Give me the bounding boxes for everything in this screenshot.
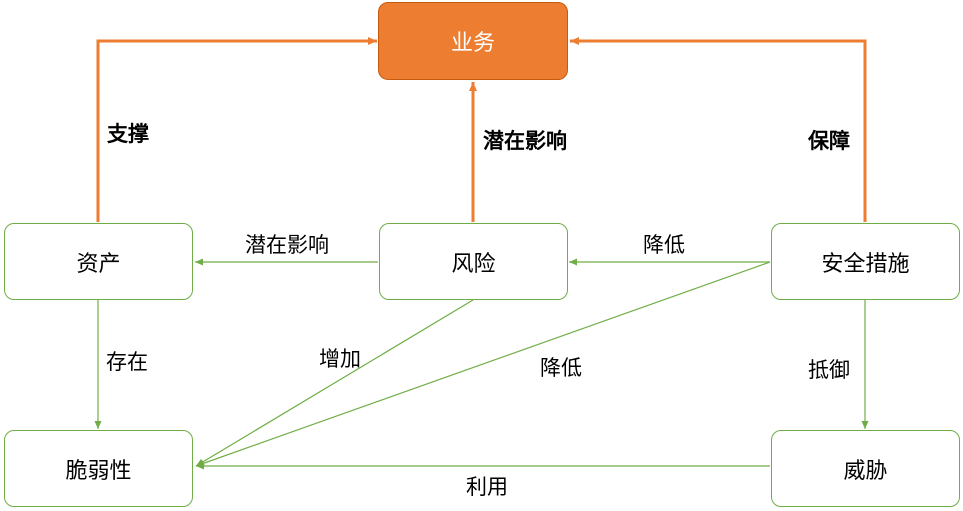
- label-security-threat: 抵御: [808, 358, 850, 382]
- edge-security-business: [570, 37, 867, 222]
- label-risk-business: 潜在影响: [483, 129, 567, 153]
- label-risk-asset: 潜在影响: [245, 233, 329, 257]
- node-risk: 风险: [379, 223, 568, 300]
- label-asset-vulnerability: 存在: [106, 350, 148, 374]
- edge-security-vulnerability: [195, 261, 771, 467]
- node-vulnerability: 脆弱性: [4, 430, 193, 507]
- node-business: 业务: [378, 2, 568, 80]
- label-risk-vulnerability: 增加: [319, 347, 361, 371]
- edge-risk-vulnerability: [195, 299, 474, 467]
- node-asset: 资产: [4, 223, 193, 300]
- edge-asset-business: [96, 37, 377, 222]
- label-security-vulnerability: 降低: [540, 356, 582, 380]
- node-threat: 威胁: [771, 430, 960, 507]
- node-security-measures: 安全措施: [771, 223, 960, 300]
- label-security-risk: 降低: [643, 233, 685, 257]
- label-security-business: 保障: [808, 129, 850, 153]
- label-asset-business: 支撑: [107, 122, 149, 146]
- label-threat-vulnerability: 利用: [466, 475, 508, 499]
